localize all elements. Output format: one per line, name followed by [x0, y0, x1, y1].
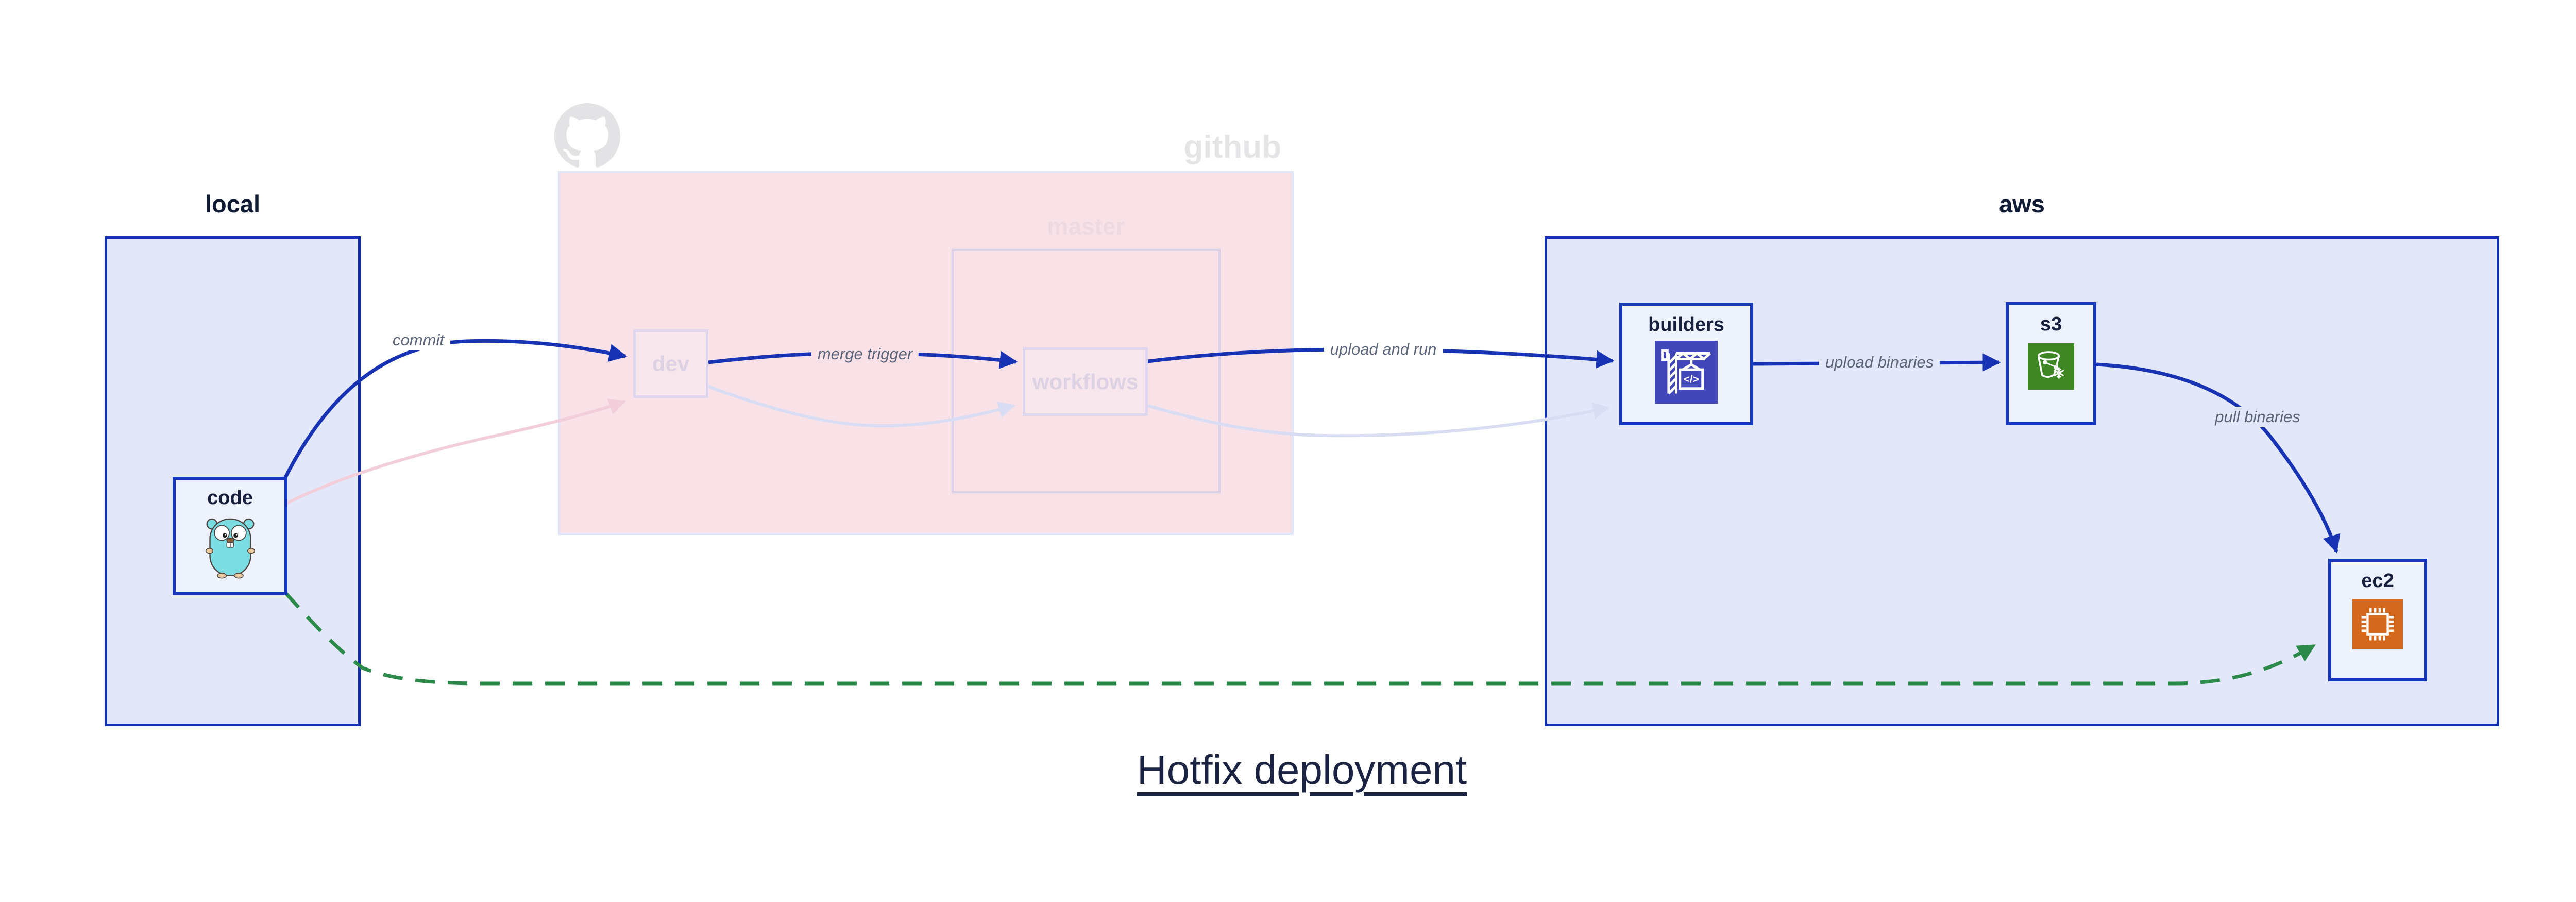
workflows-label: workflows — [1032, 369, 1139, 394]
dev-branch-node: dev — [633, 329, 708, 398]
s3-node-label: s3 — [2040, 313, 2062, 335]
code-node: code — [173, 477, 287, 595]
local-group-label: local — [205, 190, 261, 218]
s3-node: s3 — [2006, 302, 2096, 425]
pull-binaries-edge-label: pull binaries — [2209, 407, 2307, 427]
aws-codebuild-icon: </> — [1655, 340, 1718, 404]
go-gopher-icon — [205, 518, 255, 579]
svg-text:</>: </> — [1684, 373, 1699, 385]
master-branch-box — [952, 249, 1221, 493]
aws-ec2-chip-icon — [2352, 598, 2403, 649]
merge-trigger-edge-label: merge trigger — [811, 344, 919, 364]
ec2-node: ec2 — [2328, 559, 2427, 681]
upload-and-run-edge-label: upload and run — [1324, 339, 1443, 360]
github-group-label: github — [1183, 129, 1281, 165]
aws-s3-bucket-icon — [2028, 343, 2074, 390]
commit-edge-label: commit — [386, 330, 450, 350]
builders-node: builders </> — [1619, 303, 1753, 425]
ec2-node-label: ec2 — [2361, 570, 2394, 592]
diagram-title: Hotfix deployment — [1137, 747, 1467, 793]
builders-node-label: builders — [1648, 314, 1724, 336]
master-branch-label: master — [1047, 213, 1125, 240]
workflows-node: workflows — [1023, 347, 1148, 416]
dev-branch-label: dev — [652, 351, 690, 376]
upload-binaries-edge-label: upload binaries — [1819, 352, 1940, 373]
github-logo-icon — [554, 103, 620, 168]
code-node-label: code — [207, 487, 253, 509]
aws-group-label: aws — [1999, 190, 2045, 218]
